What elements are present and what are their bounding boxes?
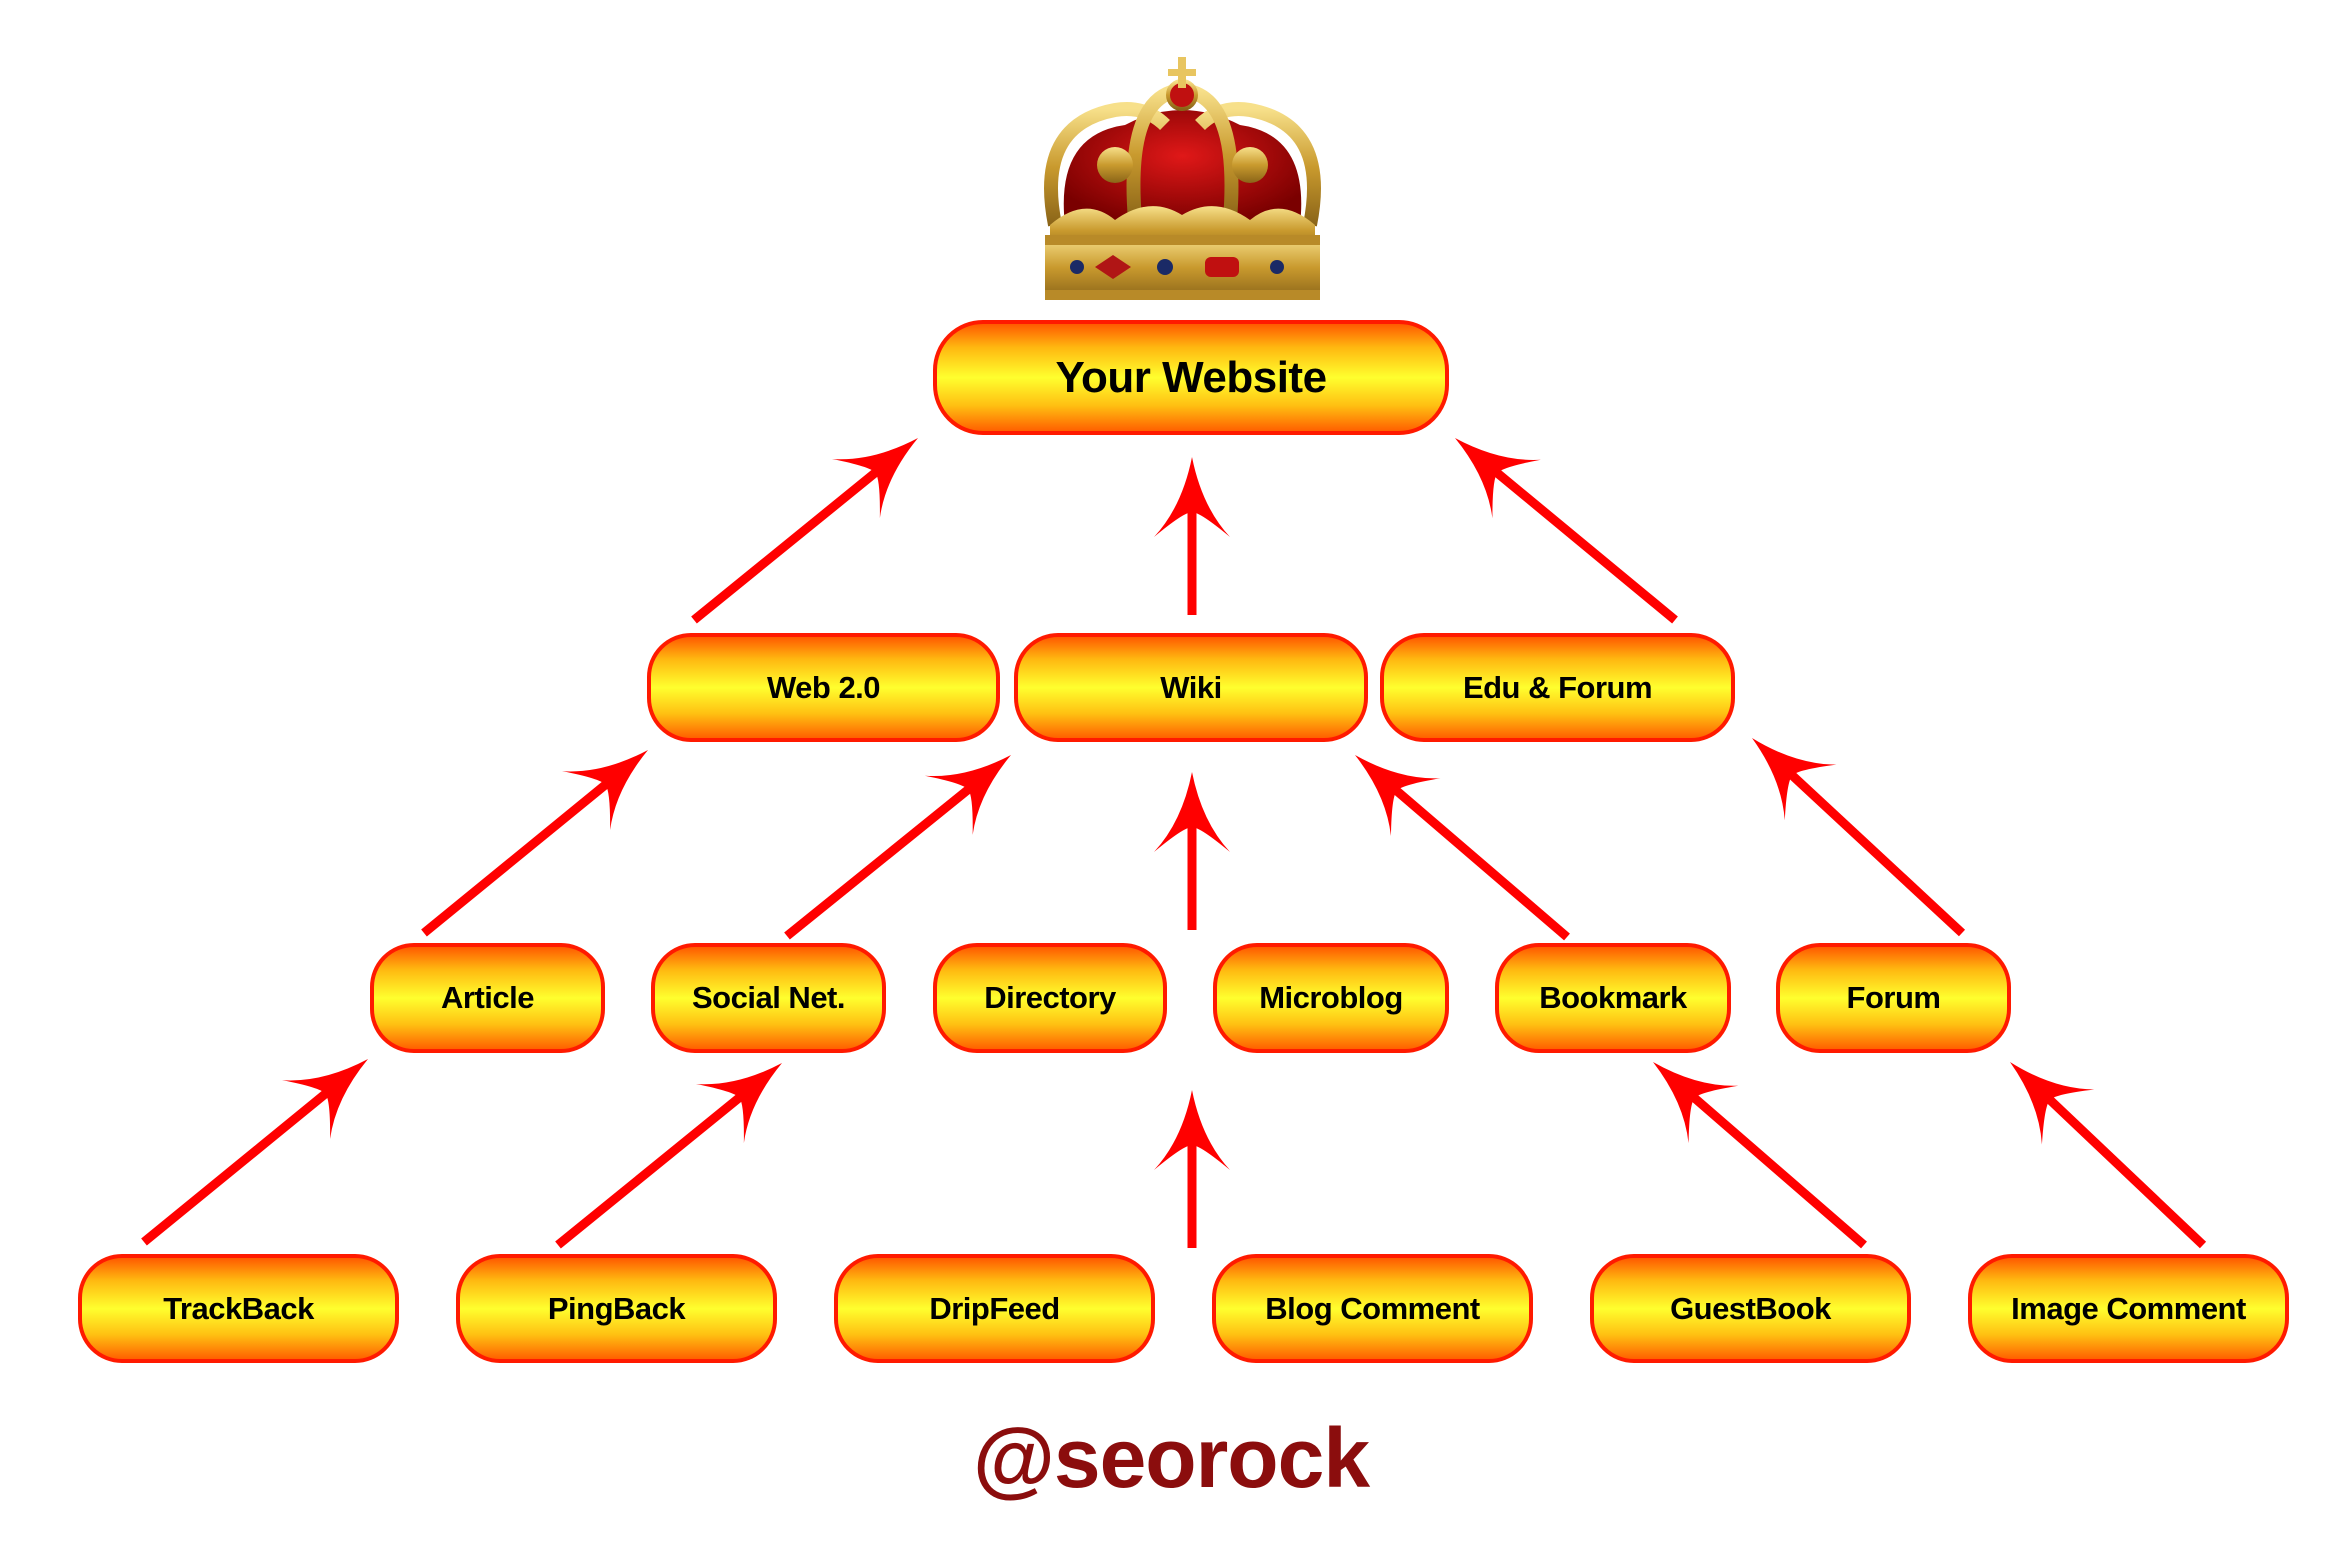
arrow-line-0 — [691, 466, 883, 624]
node-pingback: PingBack — [456, 1254, 777, 1363]
arrow-line-9 — [555, 1091, 747, 1249]
node-blog-comment: Blog Comment — [1212, 1254, 1533, 1363]
arrowhead-icon-0 — [831, 438, 918, 518]
node-guestbook: GuestBook — [1590, 1254, 1911, 1363]
crown-icon — [1044, 57, 1321, 300]
node-social-net: Social Net. — [651, 943, 886, 1053]
node-trackback: TrackBack — [78, 1254, 399, 1363]
arrowhead-icon-1 — [1154, 457, 1230, 537]
node-article: Article — [370, 943, 605, 1053]
arrow-line-7 — [1785, 768, 1966, 937]
arrow-line-2 — [1490, 466, 1678, 624]
arrow-line-4 — [784, 782, 975, 940]
node-bookmark: Bookmark — [1495, 943, 1731, 1053]
node-microblog: Microblog — [1213, 943, 1449, 1053]
node-web20: Web 2.0 — [647, 633, 1000, 742]
arrow-line-8 — [141, 1087, 333, 1246]
node-forum: Forum — [1776, 943, 2011, 1053]
arrow-line-11 — [1687, 1091, 1867, 1249]
arrowhead-icon-6 — [1355, 755, 1441, 836]
arrow-line-3 — [421, 778, 613, 937]
brand-watermark: @seorock — [972, 1411, 1370, 1505]
arrow-line-12 — [2043, 1093, 2207, 1249]
arrowhead-icon-10 — [1154, 1090, 1230, 1170]
node-image-comment: Image Comment — [1968, 1254, 2289, 1363]
arrowhead-icon-8 — [282, 1059, 368, 1140]
node-your-website: Your Website — [933, 320, 1449, 435]
arrowhead-icon-3 — [562, 750, 648, 831]
arrowhead-icon-11 — [1653, 1062, 1739, 1144]
arrowhead-icon-9 — [695, 1063, 782, 1143]
node-edu-forum: Edu & Forum — [1380, 633, 1735, 742]
node-dripfeed: DripFeed — [834, 1254, 1155, 1363]
arrowhead-icon-12 — [2010, 1062, 2095, 1145]
arrowhead-icon-7 — [1752, 738, 1837, 821]
node-directory: Directory — [933, 943, 1167, 1053]
node-wiki: Wiki — [1014, 633, 1368, 742]
arrowhead-icon-2 — [1455, 438, 1541, 519]
arrow-line-6 — [1390, 784, 1570, 941]
arrowhead-icon-5 — [1154, 772, 1230, 852]
arrowhead-icon-4 — [924, 755, 1011, 835]
